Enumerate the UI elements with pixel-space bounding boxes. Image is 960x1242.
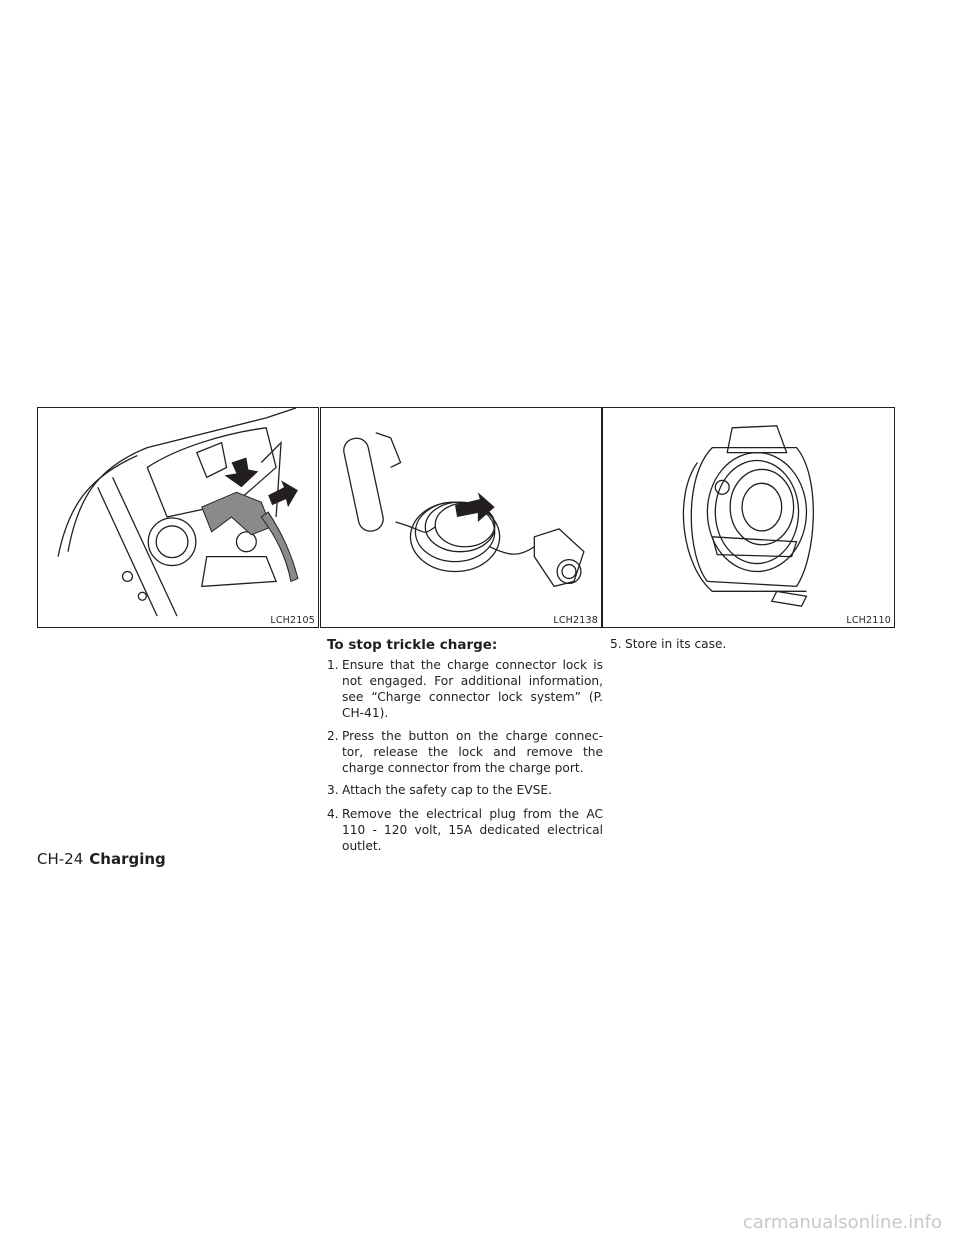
section-name: Charging: [89, 850, 166, 868]
figure-code: LCH2138: [551, 615, 598, 626]
trickle-charge-cable-illustration: [343, 432, 585, 588]
page-number: CH-24: [37, 850, 84, 868]
figure-charge-connector-removal: LCH2105: [37, 407, 319, 628]
step-item: 2. Press the button on the charge connec…: [327, 728, 603, 776]
step-number: 1.: [327, 658, 339, 672]
step-number: 2.: [327, 729, 339, 743]
step-number: 4.: [327, 807, 339, 821]
step-item: 3. Attach the safety cap to the EVSE.: [327, 782, 603, 798]
step-text: Store in its case.: [625, 637, 727, 651]
watermark: carmanualsonline.info: [742, 1212, 942, 1233]
figure-code: LCH2105: [268, 615, 315, 626]
step-text: Attach the safety cap to the EVSE.: [342, 783, 552, 797]
figure-trickle-charge-cable: LCH2138: [320, 407, 602, 628]
section-heading: To stop trickle charge:: [327, 637, 498, 653]
step-text: Press the button on the charge connec- t…: [342, 729, 603, 775]
step-text: Remove the electrical plug from the AC 1…: [342, 807, 603, 853]
step-number: 5.: [610, 637, 622, 651]
step-item: 5. Store in its case.: [610, 636, 886, 652]
step-item: 4. Remove the electrical plug from the A…: [327, 806, 603, 854]
cable-storage-case-illustration: [682, 425, 814, 607]
step-item: 1. Ensure that the charge connector lock…: [327, 657, 603, 721]
charge-connector-removal-illustration: [57, 408, 299, 617]
step-number: 3.: [327, 783, 339, 797]
figure-cable-storage-case: LCH2110: [602, 407, 895, 628]
figure-code: LCH2110: [844, 615, 891, 626]
page-footer: CH-24 Charging: [37, 850, 166, 868]
step-text: Ensure that the charge connector lock is…: [342, 658, 603, 720]
